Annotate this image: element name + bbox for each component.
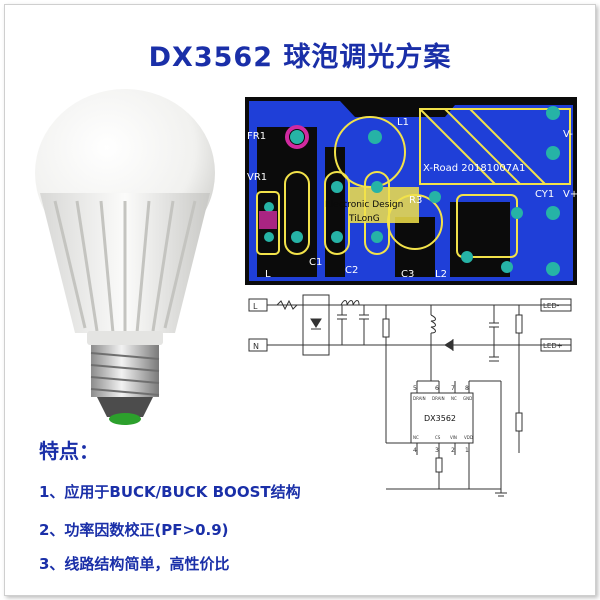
- pin-name-cs-3: CS: [435, 435, 441, 440]
- pin-number-8: 8: [465, 385, 469, 392]
- pcb-layout-image: FR1 VR1 L1 R3 C1 C2 C3 L2 CY1 V- V+ L X-…: [245, 97, 577, 285]
- pin-name-nc-4: NC: [413, 435, 419, 440]
- page-title: DX3562 球泡调光方案: [148, 42, 452, 73]
- pcb-label-cy1: CY1: [535, 189, 554, 200]
- pcb-label-v-minus: V-: [563, 129, 573, 140]
- pin-number-1: 1: [465, 447, 469, 454]
- pin-number-2: 2: [451, 447, 455, 454]
- pcb-label-c1: C1: [309, 257, 322, 268]
- pin-name-drain-6: DRAIN: [432, 396, 445, 401]
- pin-name-gnd-8: GND: [463, 396, 472, 401]
- pcb-board-id: X-Road 20181007A1: [423, 163, 525, 174]
- features-heading: 特点：: [39, 439, 99, 463]
- pcb-design-text: Electronic Design: [325, 200, 403, 210]
- pin-number-3: 3: [435, 447, 439, 454]
- pcb-design-text-2: TiLonG: [348, 214, 380, 224]
- feature-item-2: 2、功率因数校正(PF>0.9): [39, 521, 229, 539]
- pcb-label-c2: C2: [345, 265, 358, 276]
- led-minus-label: LED-: [543, 302, 560, 310]
- pcb-label-v-plus: V+: [563, 189, 577, 200]
- led-bulb-image: [35, 89, 215, 425]
- pin-name-vin-2: VIN: [450, 435, 457, 440]
- pin-number-7: 7: [451, 385, 455, 392]
- pcb-label-l: L: [265, 269, 271, 280]
- pin-number-4: 4: [413, 447, 417, 454]
- pcb-label-l1: L1: [397, 117, 409, 128]
- led-plus-label: LED+: [543, 342, 563, 350]
- input-l-label: L: [253, 302, 258, 311]
- feature-item-1: 1、应用于BUCK/BUCK BOOST结构: [39, 483, 301, 501]
- pin-number-5: 5: [413, 385, 417, 392]
- pcb-label-l2: L2: [435, 269, 447, 280]
- feature-item-3: 3、线路结构简单，高性价比: [39, 555, 230, 573]
- product-card: DX3562 球泡调光方案: [4, 4, 596, 596]
- pin-name-nc-7: NC: [451, 396, 457, 401]
- pin-name-drain-5: DRAIN: [413, 396, 426, 401]
- pcb-label-r3: R3: [409, 195, 422, 206]
- schematic-diagram: L N LED- LED+ DX3562 5 6 7 8 4 3 2 1 DRA…: [248, 294, 572, 497]
- input-n-label: N: [253, 342, 259, 351]
- pin-name-vdd-1: VDD: [464, 435, 473, 440]
- pin-number-6: 6: [435, 385, 439, 392]
- pcb-label-c3: C3: [401, 269, 414, 280]
- pcb-label-vr1: VR1: [247, 172, 267, 183]
- chip-label: DX3562: [424, 414, 456, 423]
- pcb-label-fr1: FR1: [247, 131, 266, 142]
